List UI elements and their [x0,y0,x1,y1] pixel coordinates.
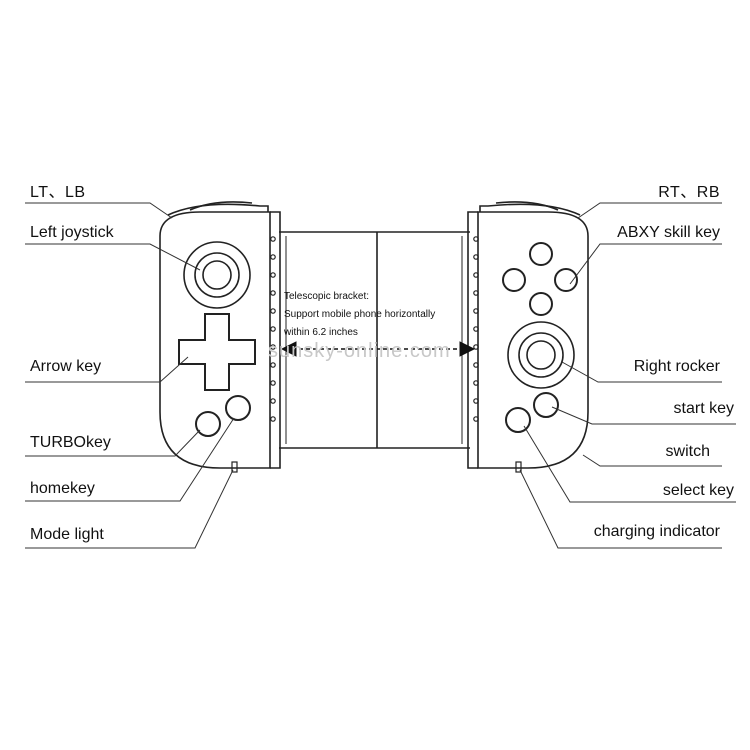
leader-select-key [523,425,736,503]
right-rocker [507,321,575,389]
bracket-note-line1: Telescopic bracket: [284,291,370,302]
telescopic-arrow [280,341,476,357]
home-button [225,395,251,421]
bracket-note-line3: within 6.2 inches [284,327,358,338]
label-right-rocker: Right rocker [633,358,720,375]
leader-charging-indicator [519,469,722,549]
leader-right-rocker [561,361,722,383]
charging-indicator-light [515,461,522,473]
leader-turbo-key [25,429,201,457]
mode-light [231,461,238,473]
label-charging-indicator: charging indicator [593,523,720,540]
start-button [533,392,559,418]
label-mode-light: Mode light [30,526,104,543]
left-rail-dots [270,236,276,422]
arrow-key-dpad [178,313,256,391]
leader-abxy [569,243,722,285]
label-start-key: start key [673,400,734,417]
label-select-key: select key [662,482,734,499]
label-arrow-key: Arrow key [30,358,102,375]
right-grip [467,201,589,469]
bracket-note-line2: Support mobile phone horizontally [284,309,436,320]
label-lt-lb: LT、LB [30,184,86,201]
leader-mode-light [25,469,234,549]
leader-lt-lb [25,202,173,219]
label-rt-rb: RT、RB [658,184,720,201]
left-joystick [183,241,251,309]
turbo-button [195,411,221,437]
label-left-joystick: Left joystick [30,224,114,241]
label-switch: switch [665,443,710,460]
left-grip [159,201,281,469]
leader-left-joystick [25,243,201,271]
label-abxy-skill-key: ABXY skill key [617,224,720,241]
label-turbo-key: TURBOkey [30,434,111,451]
leader-rt-rb [577,202,722,219]
bracket-note: Telescopic bracket: Support mobile phone… [284,288,459,342]
leader-arrow-key [25,356,189,383]
leader-start-key [551,406,736,425]
select-button [505,407,531,433]
right-rail-dots [473,236,479,422]
leader-switch [582,454,722,467]
leader-home-key [25,417,235,502]
watermark: sunsky-online.com [268,340,451,362]
abxy-buttons [502,242,578,316]
telescopic-bracket [279,231,470,449]
label-home-key: homekey [30,480,95,497]
